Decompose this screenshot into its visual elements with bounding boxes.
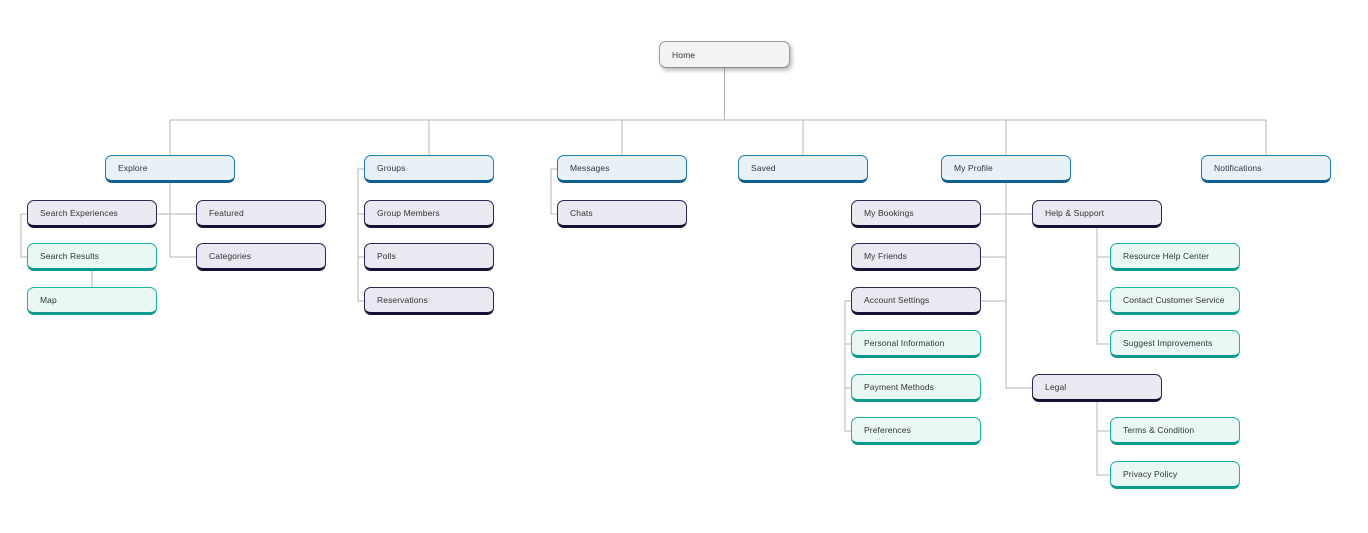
node-explore[interactable]: Explore: [105, 155, 235, 183]
node-reservations[interactable]: Reservations: [364, 287, 494, 315]
edge-explore-featured: [169, 183, 196, 215]
node-polls[interactable]: Polls: [364, 243, 494, 271]
node-label-map: Map: [40, 295, 57, 305]
node-personal-information[interactable]: Personal Information: [851, 330, 981, 358]
node-my-profile[interactable]: My Profile: [941, 155, 1071, 183]
node-label-search-experiences: Search Experiences: [40, 208, 118, 218]
node-label-polls: Polls: [377, 251, 396, 261]
node-chats[interactable]: Chats: [557, 200, 687, 228]
node-messages[interactable]: Messages: [557, 155, 687, 183]
node-group-members[interactable]: Group Members: [364, 200, 494, 228]
node-label-payment-methods: Payment Methods: [864, 382, 935, 392]
node-terms-condition[interactable]: Terms & Condition: [1110, 417, 1240, 445]
node-label-personal-information: Personal Information: [864, 338, 945, 348]
node-groups[interactable]: Groups: [364, 155, 494, 183]
node-label-reservations: Reservations: [377, 295, 428, 305]
node-label-saved: Saved: [751, 163, 776, 173]
node-privacy-policy[interactable]: Privacy Policy: [1110, 461, 1240, 489]
node-payment-methods[interactable]: Payment Methods: [851, 374, 981, 402]
node-label-search-results: Search Results: [40, 251, 100, 261]
edge-home-messages: [621, 68, 725, 155]
node-preferences[interactable]: Preferences: [851, 417, 981, 445]
edge-legal-terms-condition: [1096, 402, 1110, 432]
node-contact-customer-service[interactable]: Contact Customer Service: [1110, 287, 1240, 315]
edge-home-notifications: [724, 68, 1267, 155]
edge-my-profile-account-settings: [981, 183, 1007, 302]
node-search-experiences[interactable]: Search Experiences: [27, 200, 157, 228]
edge-account-settings-preferences: [844, 300, 851, 432]
node-label-account-settings: Account Settings: [864, 295, 930, 305]
node-label-privacy-policy: Privacy Policy: [1123, 469, 1178, 479]
node-home[interactable]: Home: [659, 41, 790, 68]
edge-help-support-contact-customer-service: [1096, 228, 1110, 302]
node-label-terms-condition: Terms & Condition: [1123, 425, 1195, 435]
edge-explore-search-experiences: [157, 183, 171, 215]
node-search-results[interactable]: Search Results: [27, 243, 157, 271]
node-my-friends[interactable]: My Friends: [851, 243, 981, 271]
node-label-categories: Categories: [209, 251, 252, 261]
node-label-my-profile: My Profile: [954, 163, 993, 173]
edge-legal-privacy-policy: [1096, 402, 1110, 476]
edge-home-groups: [428, 68, 725, 155]
node-resource-help-center[interactable]: Resource Help Center: [1110, 243, 1240, 271]
edge-home-saved: [724, 68, 804, 155]
node-legal[interactable]: Legal: [1032, 374, 1162, 402]
node-label-my-friends: My Friends: [864, 251, 908, 261]
node-label-notifications: Notifications: [1214, 163, 1262, 173]
edge-my-profile-help-support: [1005, 183, 1032, 215]
edge-my-profile-my-friends: [981, 183, 1007, 258]
edge-home-my-profile: [724, 68, 1007, 155]
node-my-bookings[interactable]: My Bookings: [851, 200, 981, 228]
node-help-support[interactable]: Help & Support: [1032, 200, 1162, 228]
node-label-resource-help-center: Resource Help Center: [1123, 251, 1210, 261]
node-account-settings[interactable]: Account Settings: [851, 287, 981, 315]
node-label-groups: Groups: [377, 163, 406, 173]
node-notifications[interactable]: Notifications: [1201, 155, 1331, 183]
node-label-featured: Featured: [209, 208, 244, 218]
node-label-home: Home: [672, 49, 696, 60]
node-featured[interactable]: Featured: [196, 200, 326, 228]
node-label-suggest-improvements: Suggest Improvements: [1123, 338, 1213, 348]
node-label-my-bookings: My Bookings: [864, 208, 914, 218]
node-label-group-members: Group Members: [377, 208, 440, 218]
edge-help-support-suggest-improvements: [1096, 228, 1110, 345]
node-label-legal: Legal: [1045, 382, 1067, 392]
node-label-help-support: Help & Support: [1045, 208, 1105, 218]
node-label-messages: Messages: [570, 163, 610, 173]
edge-groups-reservations: [357, 168, 364, 302]
node-map[interactable]: Map: [27, 287, 157, 315]
edge-my-profile-my-bookings: [981, 183, 1007, 215]
edge-explore-categories: [169, 183, 196, 258]
node-label-contact-customer-service: Contact Customer Service: [1123, 295, 1225, 305]
node-label-explore: Explore: [118, 163, 148, 173]
edge-home-explore: [169, 68, 725, 155]
edge-messages-chats: [550, 168, 557, 215]
node-label-chats: Chats: [570, 208, 593, 218]
node-saved[interactable]: Saved: [738, 155, 868, 183]
edge-search-experiences-search-results: [20, 213, 27, 258]
edge-help-support-resource-help-center: [1096, 228, 1110, 258]
node-suggest-improvements[interactable]: Suggest Improvements: [1110, 330, 1240, 358]
node-label-preferences: Preferences: [864, 425, 911, 435]
edge-my-profile-legal: [1005, 183, 1032, 389]
node-categories[interactable]: Categories: [196, 243, 326, 271]
